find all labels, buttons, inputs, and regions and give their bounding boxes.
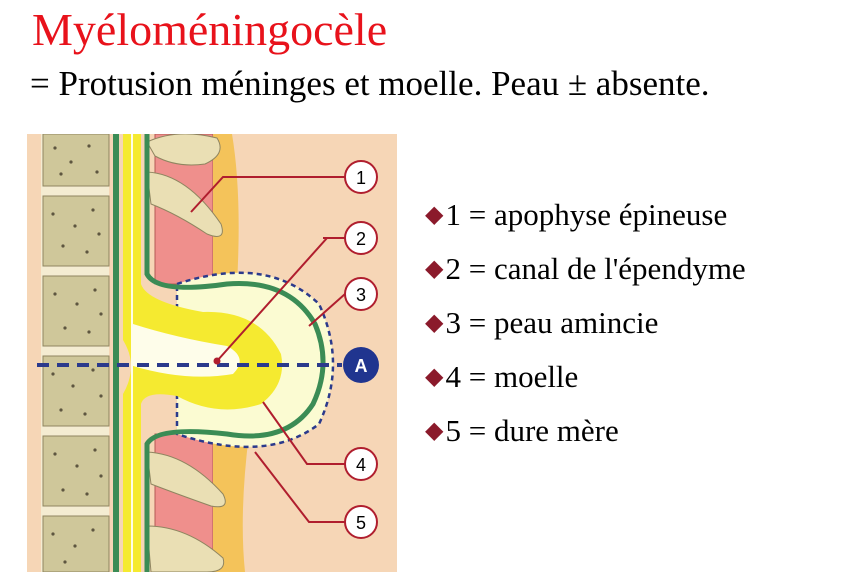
vertebral-body	[42, 275, 110, 347]
callout-2: 2	[344, 221, 378, 255]
legend-list: ◆1 = apophyse épineuse ◆2 = canal de l'é…	[425, 188, 746, 458]
leader-line-4	[262, 401, 345, 465]
leader-line-1	[190, 176, 345, 213]
callout-5: 5	[344, 505, 378, 539]
central-canal	[131, 134, 240, 572]
legend-item-label: 2 = canal de l'épendyme	[445, 251, 746, 286]
legend-item: ◆2 = canal de l'épendyme	[425, 242, 746, 296]
section-2-dot	[213, 357, 221, 365]
legend-item-label: 5 = dure mère	[445, 413, 619, 448]
slide-subtitle: = Protusion méninges et moelle. Peau ± a…	[30, 64, 710, 103]
spinous-process-lower	[146, 525, 225, 572]
callout-1: 1	[344, 160, 378, 194]
callout-1-label: 1	[356, 168, 366, 188]
diamond-icon: ◆	[425, 202, 444, 228]
callout-3: 3	[344, 277, 378, 311]
vertebral-column	[41, 134, 110, 572]
section-marker-a: A	[343, 347, 379, 383]
leader-line-3	[308, 293, 346, 327]
legend-item-label: 3 = peau amincie	[445, 305, 659, 340]
legend-item: ◆5 = dure mère	[425, 404, 746, 458]
diamond-icon: ◆	[425, 310, 444, 336]
spinous-process-upper	[146, 171, 223, 237]
leader-line-5	[254, 451, 345, 523]
vertebral-body	[42, 515, 110, 572]
callout-3-label: 3	[356, 285, 366, 305]
diamond-icon: ◆	[425, 418, 444, 444]
section-marker-a-label: A	[355, 356, 368, 376]
diamond-icon: ◆	[425, 256, 444, 282]
vertebral-body	[42, 435, 110, 507]
legend-item: ◆1 = apophyse épineuse	[425, 188, 746, 242]
dura-anterior-wall	[113, 134, 119, 572]
myelomeningocele-diagram: 1 2 3 A 4 5	[27, 134, 397, 572]
leader-line-2	[216, 237, 345, 362]
vertebral-body	[42, 134, 110, 187]
diamond-icon: ◆	[425, 364, 444, 390]
legend-item-label: 1 = apophyse épineuse	[445, 197, 728, 232]
spinous-process-upper	[146, 134, 221, 166]
callout-4: 4	[344, 447, 378, 481]
legend-item-label: 4 = moelle	[445, 359, 579, 394]
spinous-process-lower	[146, 451, 226, 508]
legend-item: ◆3 = peau amincie	[425, 296, 746, 350]
slide-title: Myéloméningocèle	[32, 4, 388, 55]
fat-layer	[213, 134, 249, 572]
vertebral-body	[42, 355, 110, 427]
callout-5-label: 5	[356, 513, 366, 533]
callout-2-label: 2	[356, 229, 366, 249]
callout-4-label: 4	[356, 455, 366, 475]
vertebral-body	[42, 195, 110, 267]
legend-item: ◆4 = moelle	[425, 350, 746, 404]
